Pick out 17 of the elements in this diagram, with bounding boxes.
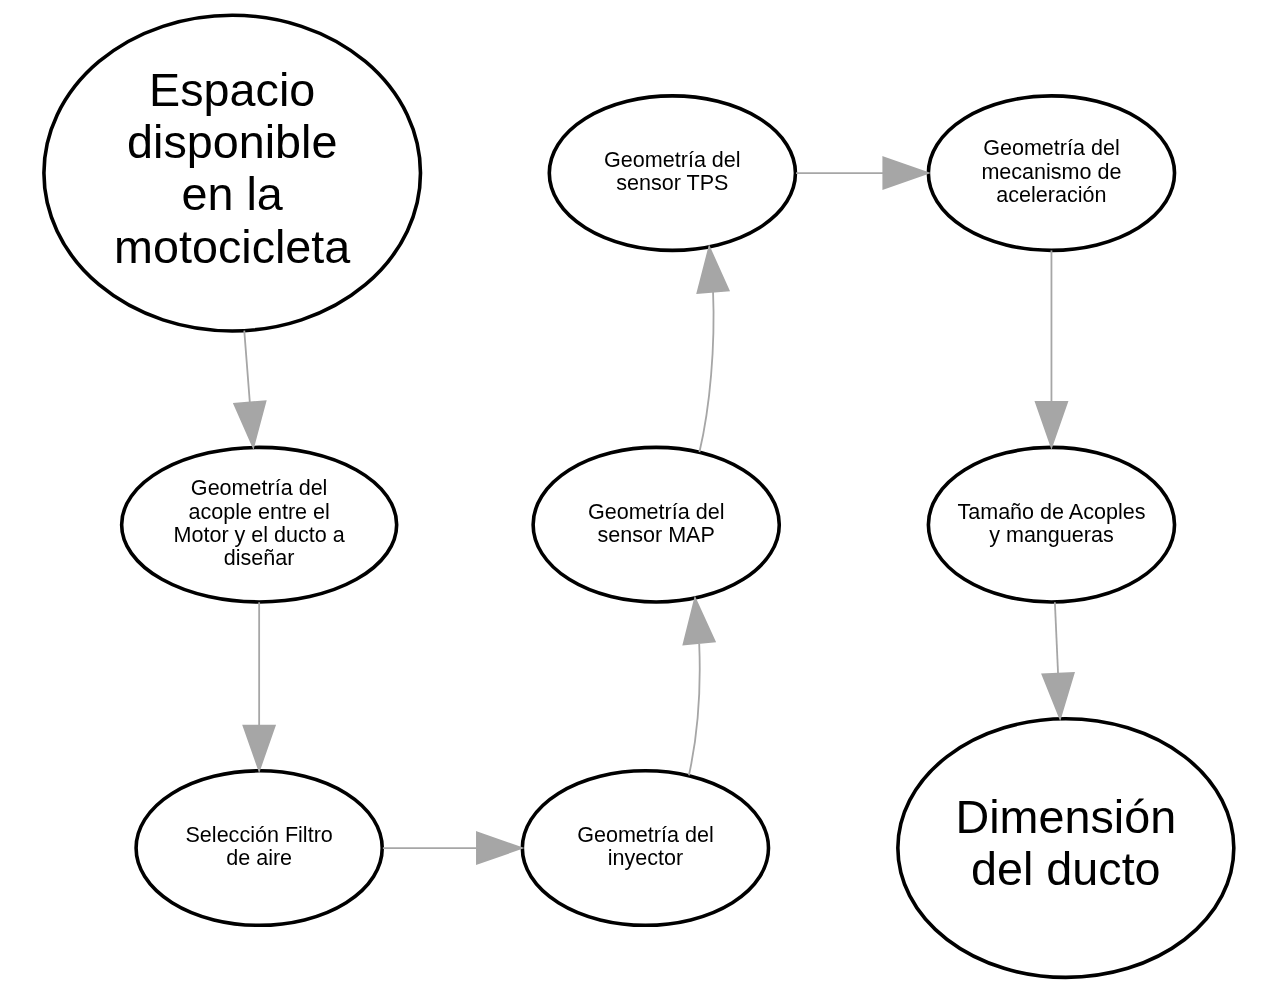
node-ellipse: Geometría del mecanismo de aceleración <box>926 94 1177 253</box>
arrow <box>696 244 731 453</box>
node-ellipse: Tamaño de Acoples y mangueras <box>926 445 1177 604</box>
arrow <box>242 601 277 774</box>
arrow <box>1034 249 1069 450</box>
arrow <box>795 156 931 191</box>
node-ellipse: Dimensión del ducto <box>896 716 1236 980</box>
node-ellipse: Geometría del sensor TPS <box>547 94 798 253</box>
arrow <box>682 595 717 777</box>
node-ellipse: Geometría del sensor MAP <box>531 445 782 604</box>
node-ellipse: Espacio disponible en la motocicleta <box>42 13 423 333</box>
node-ellipse: Geometría del inyector <box>520 769 771 928</box>
arrow <box>232 329 267 450</box>
arrow <box>1041 601 1075 722</box>
arrow <box>382 831 525 866</box>
node-ellipse: Selección Filtro de aire <box>134 769 384 928</box>
node-ellipse: Geometría del acople entre el Motor y el ducto a diseñar <box>119 445 399 604</box>
